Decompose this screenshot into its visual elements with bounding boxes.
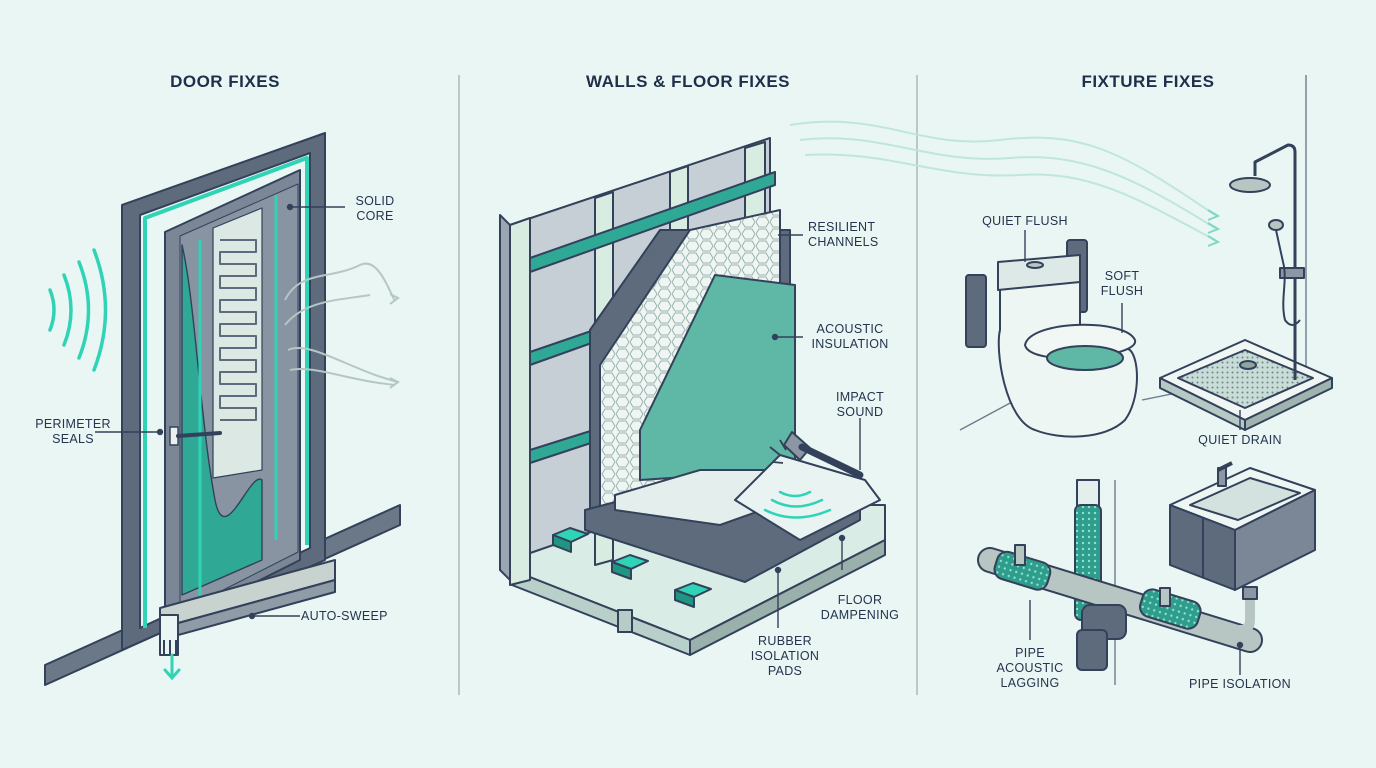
pipes-illustration [977, 479, 1263, 671]
label-rubber-isolation-pads: RUBBER ISOLATION PADS [750, 634, 820, 678]
sound-waves-icon [48, 248, 108, 372]
label-quiet-drain: QUIET DRAIN [1198, 433, 1282, 447]
airflow-lines-icon [789, 120, 1221, 247]
label-quiet-flush: QUIET FLUSH [982, 214, 1068, 228]
label-soft-flush: SOFT FLUSH [1100, 269, 1144, 298]
fixture-leaders [1024, 230, 1244, 675]
door-fixes-title: DOOR FIXES [170, 72, 280, 91]
wall-illustration [499, 137, 886, 656]
label-solid-core: SOLID CORE [355, 194, 395, 223]
walls-floor-fixes-title: WALLS & FLOOR FIXES [585, 72, 791, 91]
label-resilient-channels: RESILIENT CHANNELS [808, 220, 879, 249]
sweep-arrow-icon [163, 653, 181, 681]
shower-illustration [1159, 143, 1333, 431]
sink-illustration [1169, 461, 1316, 591]
door-leaders [95, 203, 345, 620]
label-pipe-acoustic-lagging: PIPE ACOUSTIC LAGGING [996, 646, 1064, 690]
impact-waves-icon [763, 490, 832, 519]
label-floor-dampening: FLOOR DAMPENING [820, 593, 900, 622]
label-impact-sound: IMPACT SOUND [835, 390, 885, 419]
label-acoustic-insulation: ACOUSTIC INSULATION [811, 322, 889, 351]
toilet-illustration [965, 239, 1138, 438]
impact-ticks [769, 439, 787, 464]
sound-flow-icon [284, 262, 400, 389]
label-pipe-isolation: PIPE ISOLATION [1189, 677, 1291, 691]
fixture-fixes-title: FIXTURE FIXES [1081, 72, 1215, 91]
label-perimeter-seals: PERIMETER SEALS [35, 417, 111, 446]
door-illustration [44, 132, 401, 686]
wall-leaders [771, 234, 861, 628]
label-auto-sweep: AUTO-SWEEP [301, 609, 388, 623]
